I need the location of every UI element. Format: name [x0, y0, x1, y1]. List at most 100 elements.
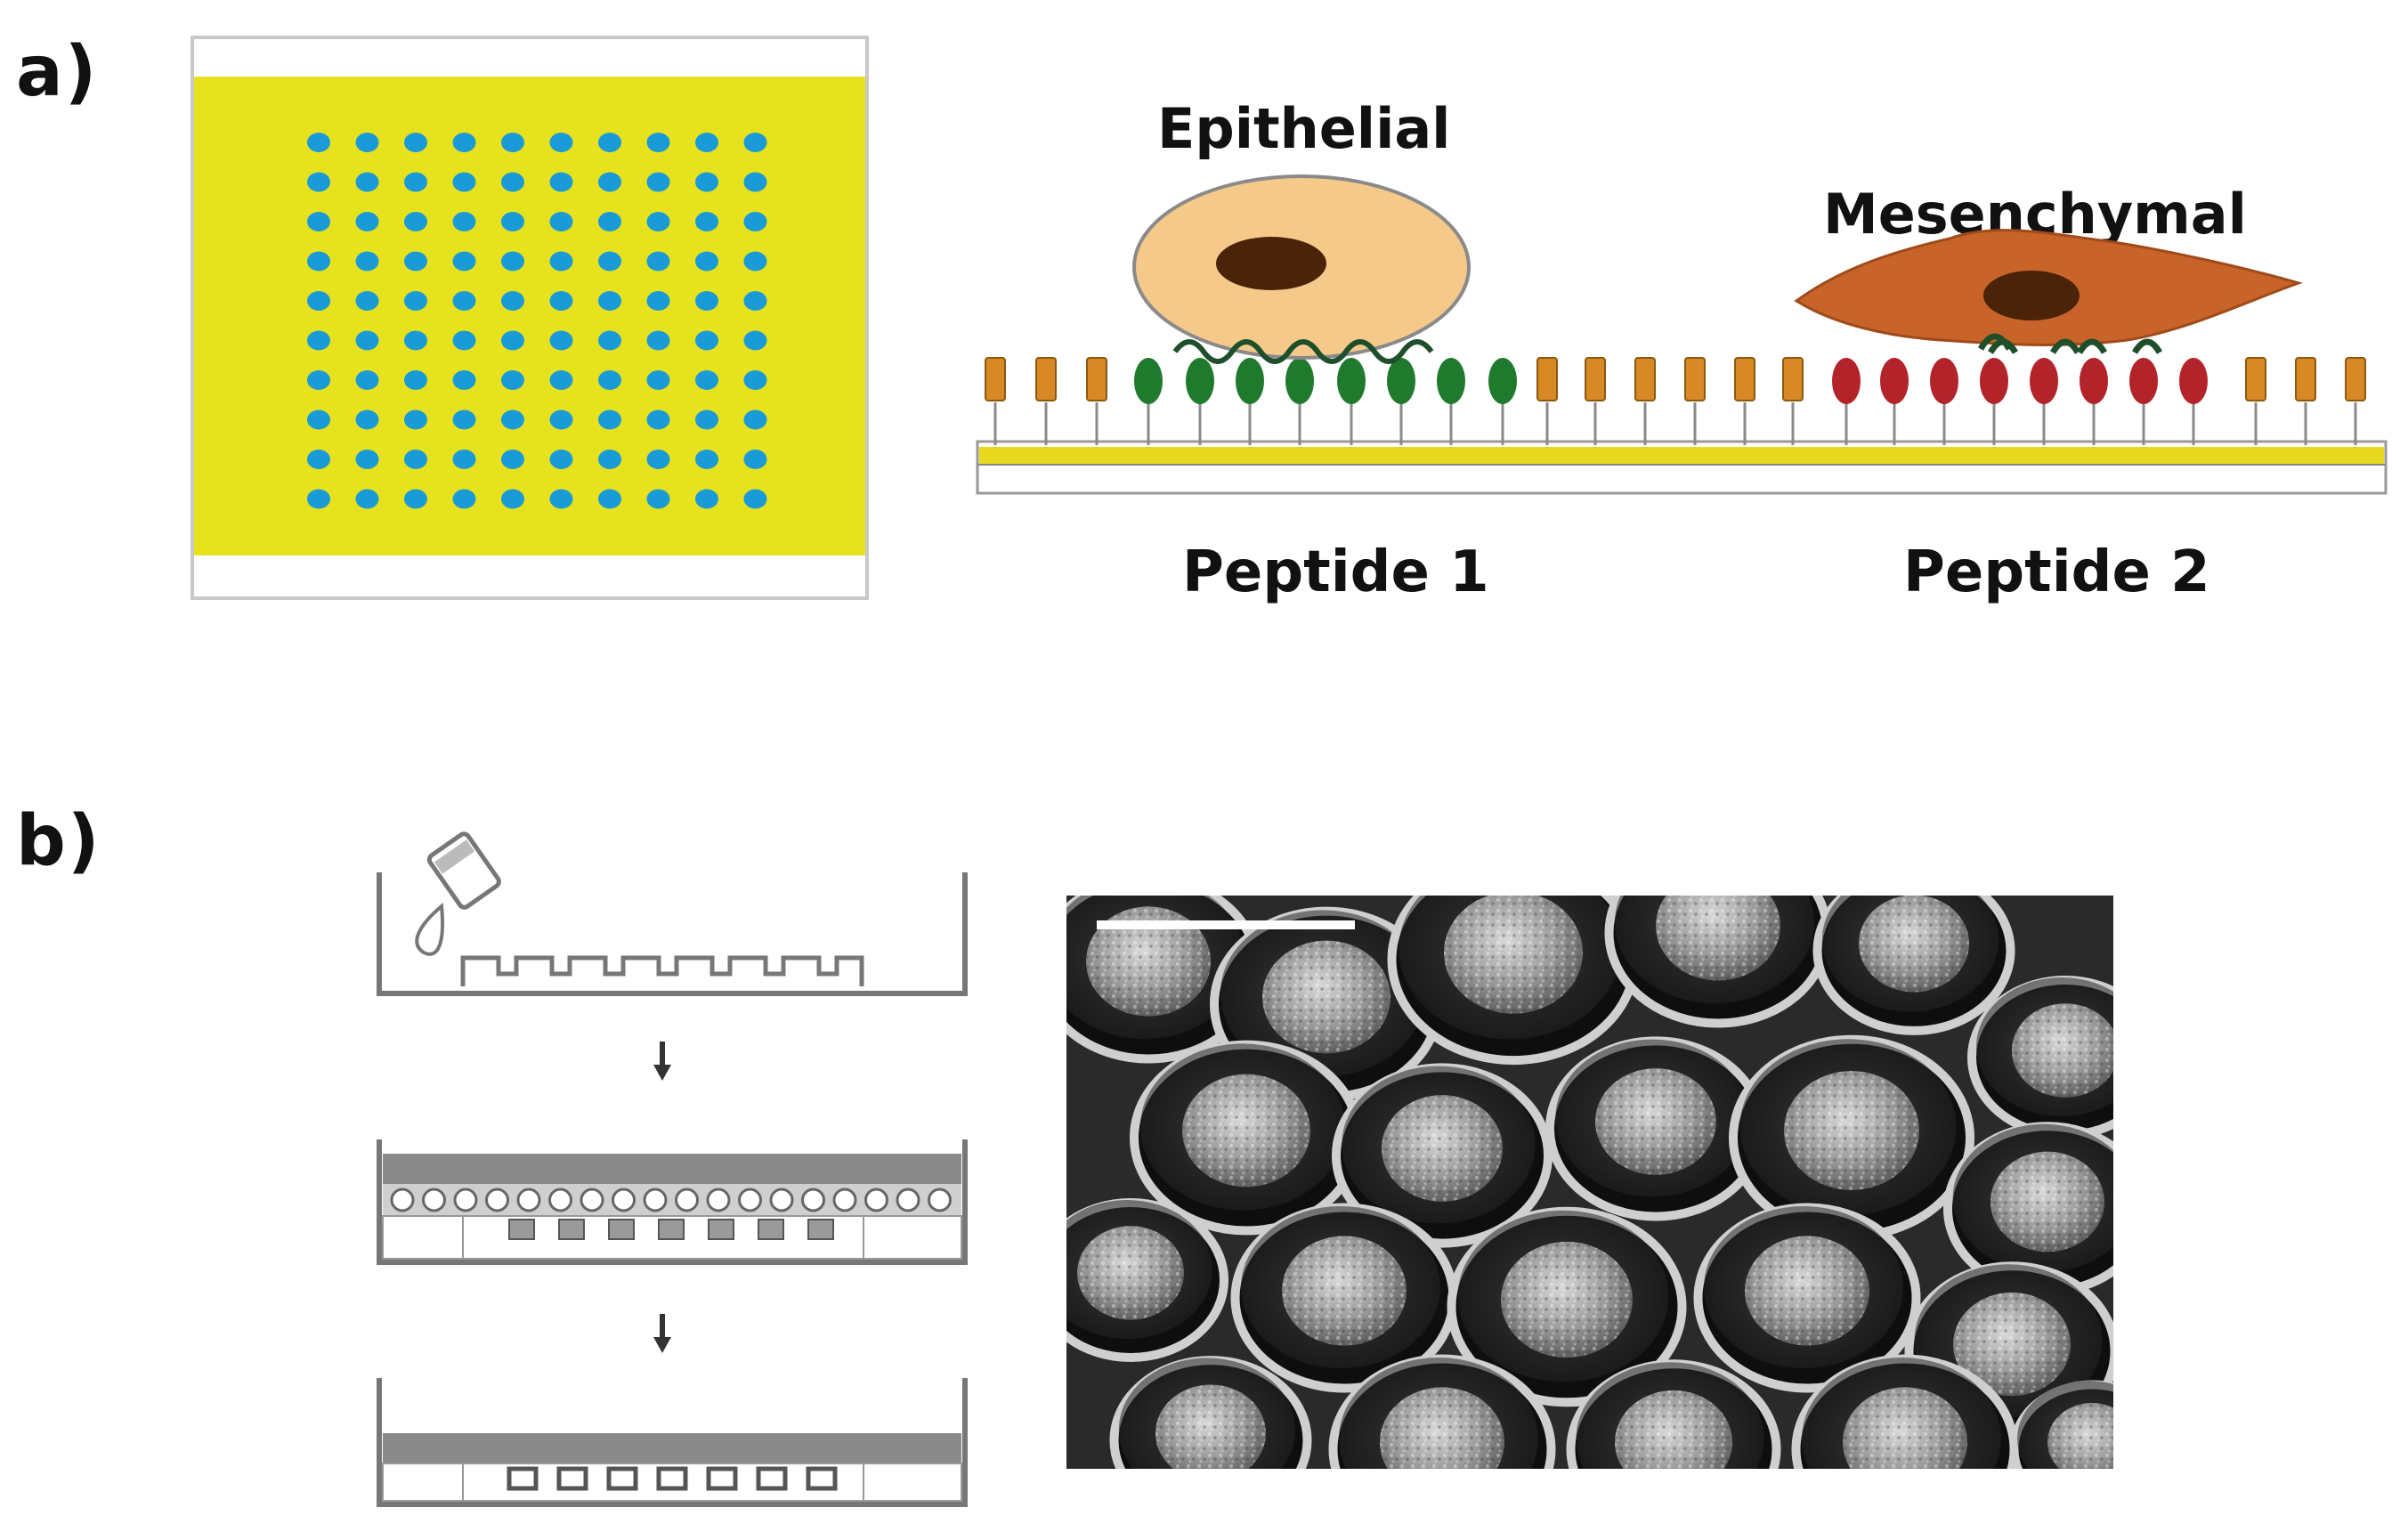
peptide-1-molecule [1236, 358, 1264, 404]
peptide-2-molecule [1980, 358, 2008, 404]
array-spot [307, 330, 330, 351]
array-spot [404, 370, 427, 390]
step-3-container [377, 1378, 968, 1507]
array-spot [695, 450, 718, 469]
array-spot [646, 212, 670, 231]
array-spot [646, 133, 670, 152]
epithelial-cell [1132, 174, 1471, 364]
cavity [656, 1466, 688, 1491]
cavity [806, 1466, 838, 1491]
array-spot [743, 212, 767, 231]
array-spot [598, 450, 621, 469]
array-spot [549, 409, 573, 430]
array-spot [307, 172, 330, 192]
surface-molecule-layer [985, 357, 2366, 445]
blocking-molecule [1086, 357, 1107, 401]
spheroid-texture [1843, 1387, 1967, 1469]
array-spot [501, 291, 524, 311]
down-arrow-icon [653, 1314, 671, 1353]
scale-bar [1097, 920, 1355, 929]
array-spot [404, 489, 427, 509]
array-spot [743, 489, 767, 509]
array-spot [695, 370, 718, 390]
particle [738, 1188, 762, 1212]
particle [390, 1188, 415, 1212]
cavity [606, 1466, 638, 1491]
peptide-2-molecule [2129, 358, 2158, 404]
array-spot [598, 251, 621, 272]
particle [485, 1188, 509, 1212]
array-spot [646, 291, 670, 311]
microarray-chip [191, 36, 869, 600]
array-spot [452, 409, 476, 430]
peptide-1-molecule [1186, 358, 1214, 404]
spheroid-texture [1182, 1074, 1310, 1188]
array-spot [355, 489, 379, 509]
array-spot [743, 370, 767, 390]
peptide-2-molecule [1832, 358, 1861, 404]
array-spot [355, 370, 379, 390]
array-spot [452, 291, 476, 311]
array-spot [549, 133, 573, 152]
array-spot [307, 370, 330, 390]
array-spot [501, 409, 524, 430]
peptide-1-molecule [1437, 358, 1465, 404]
spheroid-texture [2047, 1403, 2113, 1469]
particle [769, 1188, 794, 1212]
spheroid-texture [1501, 1241, 1633, 1358]
array-spot [695, 251, 718, 272]
array-spot [307, 251, 330, 272]
array-spot [646, 489, 670, 509]
array-spot [307, 212, 330, 231]
array-spot [404, 133, 427, 152]
array-spot [501, 212, 524, 231]
cavity [758, 1219, 784, 1240]
sem-micrograph [1066, 896, 2113, 1469]
array-spot [355, 291, 379, 311]
array-spot [501, 172, 524, 192]
array-spot [404, 409, 427, 430]
array-spot [598, 291, 621, 311]
cavity [507, 1466, 539, 1491]
array-spot [452, 330, 476, 351]
peptide-spot-grid [307, 133, 767, 509]
spheroid-texture [1086, 906, 1211, 1017]
blocking-molecule [2245, 357, 2266, 401]
spheroid-texture [1262, 940, 1390, 1054]
array-spot [549, 251, 573, 272]
blocking-molecule [1684, 357, 1706, 401]
array-spot [549, 212, 573, 231]
spheroid-texture [1155, 1384, 1266, 1469]
particle [706, 1188, 731, 1212]
array-spot [646, 450, 670, 469]
spheroid-texture [1656, 896, 1780, 981]
peptide-2-molecule [2179, 358, 2208, 404]
array-spot [695, 409, 718, 430]
array-spot [598, 212, 621, 231]
array-spot [452, 212, 476, 231]
blocking-molecule [1634, 357, 1656, 401]
blocking-molecule [2345, 357, 2366, 401]
array-spot [743, 291, 767, 311]
spheroid-texture [1380, 1387, 1504, 1469]
spheroid-texture [1077, 1226, 1184, 1320]
cavity [556, 1466, 588, 1491]
particle [516, 1188, 541, 1212]
array-spot [355, 172, 379, 192]
array-spot [598, 172, 621, 192]
spheroid-texture [1953, 1292, 2071, 1397]
particle [832, 1188, 857, 1212]
panel-label-a: a) [16, 32, 99, 112]
cavity [807, 1219, 834, 1240]
blocking-molecule [1035, 357, 1057, 401]
beaker-pour-icon [426, 831, 501, 910]
blocking-molecule [1536, 357, 1558, 401]
array-spot [307, 133, 330, 152]
array-spot [355, 450, 379, 469]
array-spot [598, 330, 621, 351]
peptide-1-label: Peptide 1 [1182, 539, 1489, 605]
particle [548, 1188, 572, 1212]
array-spot [646, 251, 670, 272]
array-spot [404, 291, 427, 311]
array-spot [404, 450, 427, 469]
